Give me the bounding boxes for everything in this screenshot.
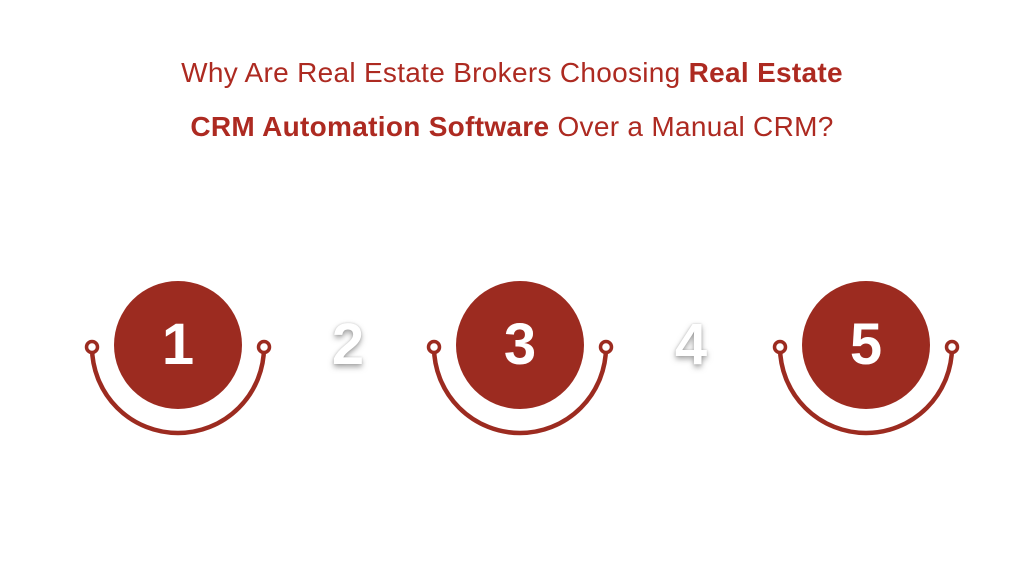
title-text-regular-1: Why Are Real Estate Brokers Choosing (181, 57, 689, 88)
arc-endpoint-right-ring (944, 339, 960, 355)
title-line-2: CRM Automation Software Over a Manual CR… (0, 100, 1024, 154)
hanging-arc (431, 344, 609, 436)
step-5-graphic (772, 281, 960, 436)
step-1: 1 (78, 270, 278, 450)
step-5-number-wrap: 5 (802, 281, 930, 409)
step-3-number: 3 (503, 312, 537, 377)
arc-endpoint-right-ring (598, 339, 614, 355)
step-5: 5 (766, 270, 966, 450)
arc-endpoint-left-ring (426, 339, 442, 355)
title-text-bold-1: Real Estate (688, 57, 843, 88)
hanging-arc (89, 344, 267, 436)
arc-endpoint-right-ring (256, 339, 272, 355)
step-3: 3 (420, 270, 620, 450)
title-line-1: Why Are Real Estate Brokers Choosing Rea… (0, 46, 1024, 100)
number-disc (456, 281, 584, 409)
page-title: Why Are Real Estate Brokers Choosing Rea… (0, 46, 1024, 154)
arc-endpoint-left-ring (84, 339, 100, 355)
step-3-number-wrap: 3 (456, 281, 584, 409)
step-2-number: 2 (331, 312, 365, 377)
number-disc (802, 281, 930, 409)
step-1-number: 1 (161, 312, 195, 377)
step-2: 2 (308, 305, 388, 385)
step-4: 4 (651, 305, 731, 385)
step-3-graphic (426, 281, 614, 436)
hanging-arc (777, 344, 955, 436)
step-1-graphic (84, 281, 272, 436)
title-text-regular-2: Over a Manual CRM? (549, 111, 834, 142)
step-5-number: 5 (849, 312, 883, 377)
arc-endpoint-left-ring (772, 339, 788, 355)
title-text-bold-2: CRM Automation Software (190, 111, 550, 142)
step-1-number-wrap: 1 (114, 281, 242, 409)
step-4-number: 4 (674, 312, 708, 377)
number-disc (114, 281, 242, 409)
